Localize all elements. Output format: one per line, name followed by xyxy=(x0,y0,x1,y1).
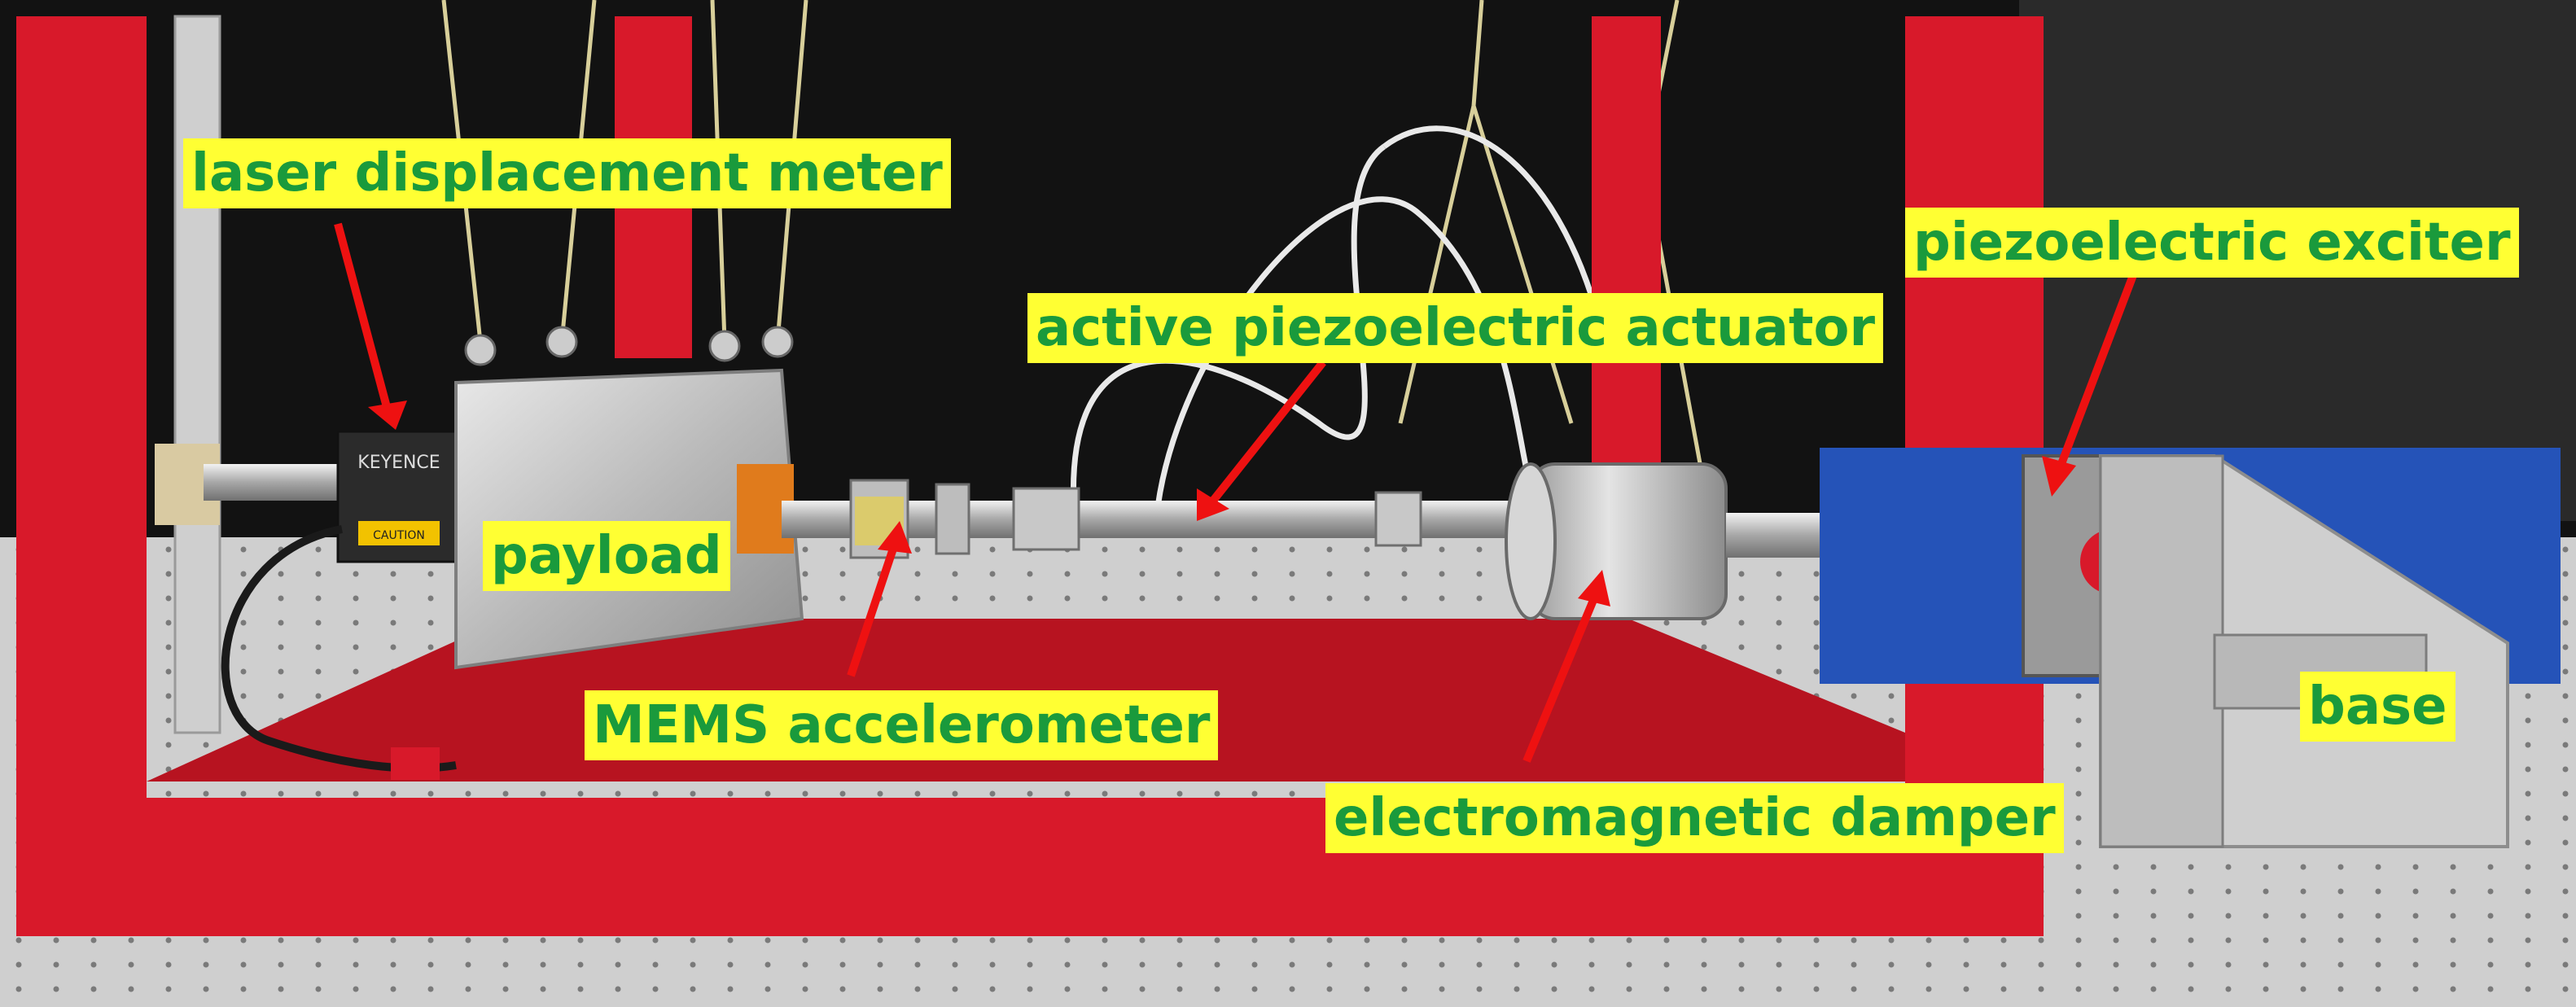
label-base: base xyxy=(2300,672,2456,742)
arrow-accelerometer-head xyxy=(878,521,912,554)
sensor-brand-text: KEYENCE xyxy=(357,453,440,473)
arrow-laser-sensor xyxy=(334,222,391,409)
cable-connector xyxy=(391,747,440,780)
label-laser-displacement-meter: laser displacement meter xyxy=(183,138,951,208)
arrow-damper xyxy=(1522,593,1600,763)
cables xyxy=(1071,125,1599,522)
sensor-mount-rod xyxy=(204,464,346,501)
arrow-exciter-head xyxy=(2042,456,2076,497)
label-active-piezoelectric-actuator: active piezoelectric actuator xyxy=(1027,293,1884,363)
label-piezoelectric-exciter: piezoelectric exciter xyxy=(1905,208,2519,278)
arrow-exciter xyxy=(2056,263,2141,470)
arrow-actuator xyxy=(1210,359,1326,504)
label-electromagnetic-damper: electromagnetic damper xyxy=(1325,783,2064,853)
label-mems-accelerometer: MEMS accelerometer xyxy=(585,690,1219,760)
arrow-damper-head xyxy=(1578,570,1610,606)
arrow-actuator-head xyxy=(1197,488,1229,521)
arrow-laser-sensor-head xyxy=(368,401,407,430)
annotation-arrows xyxy=(334,222,2141,763)
label-payload: payload xyxy=(483,521,730,591)
sensor-caution-text: CAUTION xyxy=(373,529,425,542)
aluminium-post xyxy=(173,15,221,734)
payload-block xyxy=(454,326,804,670)
laser-sensor: KEYENCE CAUTION xyxy=(336,430,462,563)
arrow-accelerometer xyxy=(847,540,900,677)
